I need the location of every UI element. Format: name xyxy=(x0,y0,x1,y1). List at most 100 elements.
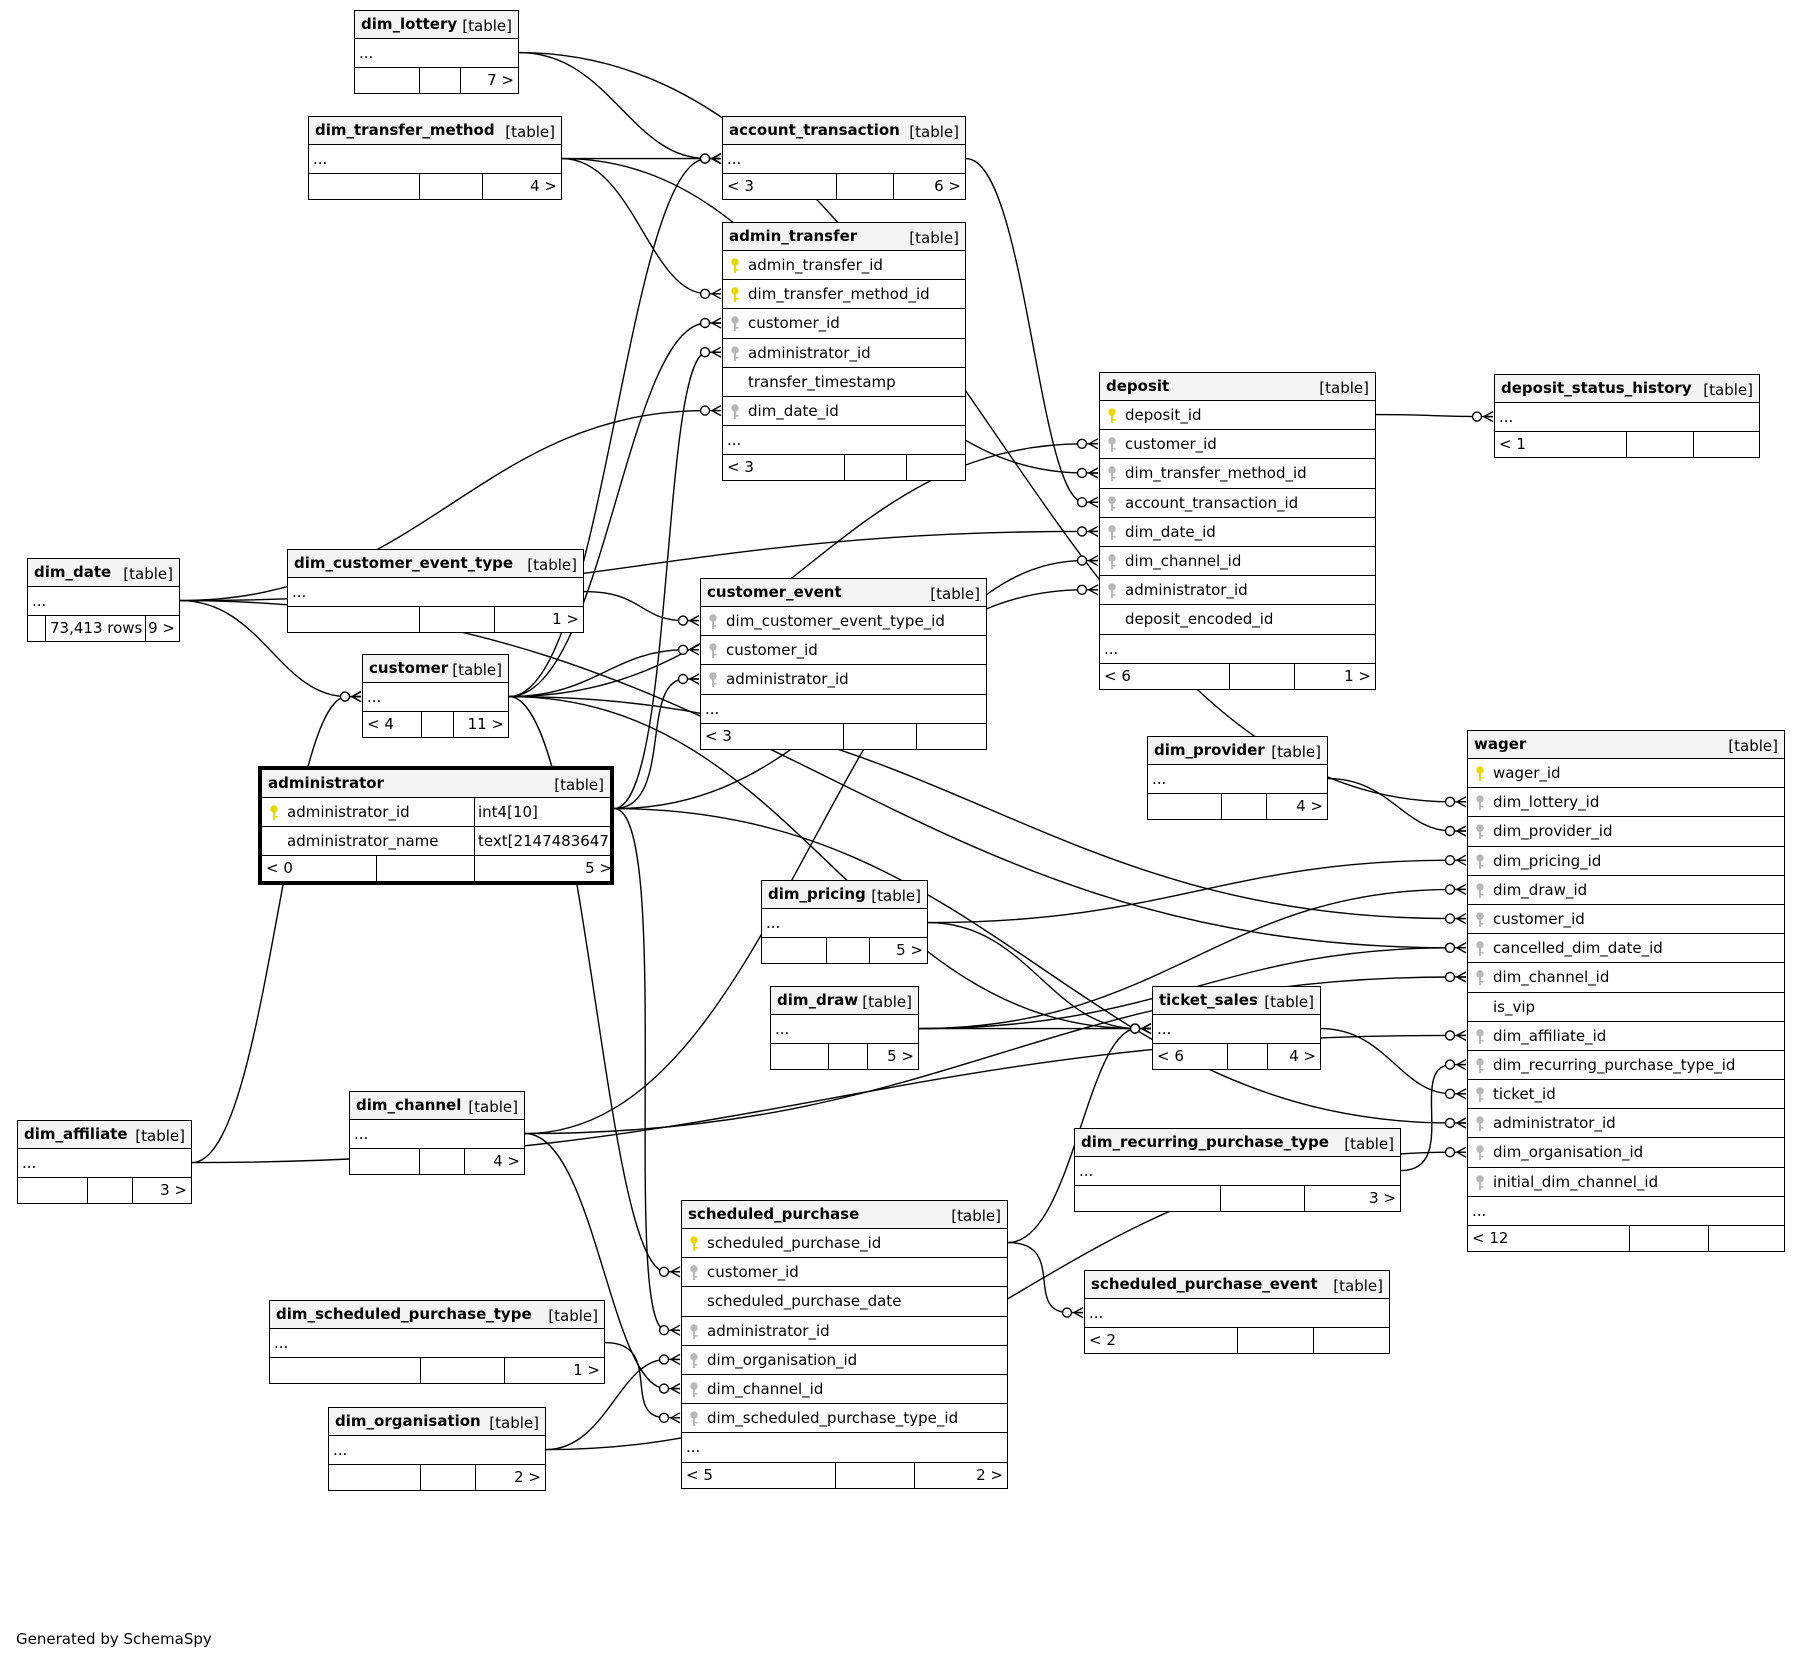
more-columns-row[interactable]: ... xyxy=(350,1120,524,1150)
table-dim-transfer-method[interactable]: dim_transfer_method[table]...4 > xyxy=(308,116,563,201)
more-columns-row[interactable]: ... xyxy=(762,909,927,939)
parents-count[interactable] xyxy=(771,1044,828,1069)
parents-count[interactable]: < 5 xyxy=(682,1463,835,1488)
column-row[interactable]: is_vip xyxy=(1468,993,1784,1022)
children-count[interactable]: 2 > xyxy=(914,1462,1009,1488)
column-row[interactable]: administrator_id xyxy=(701,665,986,695)
column-row[interactable]: dim_organisation_id xyxy=(682,1346,1007,1375)
table-dim-affiliate[interactable]: dim_affiliate[table]...3 > xyxy=(17,1120,192,1205)
more-columns-row[interactable]: ... xyxy=(1468,1197,1784,1226)
children-count[interactable] xyxy=(916,723,988,749)
children-count[interactable]: 1 > xyxy=(1294,663,1377,689)
more-columns-row[interactable]: ... xyxy=(355,39,518,69)
more-columns-row[interactable]: ... xyxy=(771,1015,918,1045)
parents-count[interactable] xyxy=(762,938,826,963)
more-columns-row[interactable]: ... xyxy=(270,1329,604,1359)
table-dim-customer-event-type[interactable]: dim_customer_event_type[table]...1 > xyxy=(287,549,585,634)
parents-count[interactable]: < 6 xyxy=(1100,664,1229,689)
more-columns-row[interactable]: ... xyxy=(18,1149,191,1179)
parents-count[interactable]: < 6 xyxy=(1153,1044,1227,1069)
column-row[interactable]: admin_transfer_id xyxy=(723,251,965,281)
children-count[interactable]: 11 > xyxy=(453,712,510,738)
more-columns-row[interactable]: ... xyxy=(1148,765,1327,795)
column-row[interactable]: dim_recurring_purchase_type_id xyxy=(1468,1051,1784,1081)
column-row[interactable]: dim_pricing_id xyxy=(1468,847,1784,876)
parents-count[interactable] xyxy=(350,1149,419,1174)
more-columns-row[interactable]: ... xyxy=(309,145,561,175)
column-row[interactable]: dim_channel_id xyxy=(1468,963,1784,993)
column-row[interactable]: dim_lottery_id xyxy=(1468,788,1784,818)
more-columns-row[interactable]: ... xyxy=(1085,1299,1389,1329)
column-row[interactable]: dim_customer_event_type_id xyxy=(701,607,986,637)
parents-count[interactable]: < 4 xyxy=(363,712,421,737)
more-columns-row[interactable]: ... xyxy=(701,695,986,724)
more-columns-row[interactable]: ... xyxy=(1100,635,1375,664)
table-dim-provider[interactable]: dim_provider[table]...4 > xyxy=(1147,736,1328,821)
column-row[interactable]: dim_provider_id xyxy=(1468,817,1784,847)
children-count[interactable]: 6 > xyxy=(893,174,967,200)
column-row[interactable]: dim_scheduled_purchase_type_id xyxy=(682,1404,1007,1434)
column-row[interactable]: dim_transfer_method_id xyxy=(1100,459,1375,489)
children-count[interactable]: 5 > xyxy=(867,1044,920,1070)
column-row[interactable]: customer_id xyxy=(682,1258,1007,1288)
column-row[interactable]: administrator_id xyxy=(1100,576,1375,606)
column-row[interactable]: initial_dim_channel_id xyxy=(1468,1168,1784,1197)
column-row[interactable]: ticket_id xyxy=(1468,1080,1784,1110)
children-count[interactable]: 2 > xyxy=(475,1465,547,1491)
parents-count[interactable]: < 12 xyxy=(1468,1226,1629,1251)
more-columns-row[interactable]: ... xyxy=(288,578,583,608)
parents-count[interactable] xyxy=(355,68,419,93)
children-count[interactable]: 3 > xyxy=(1304,1186,1402,1212)
more-columns-row[interactable]: ... xyxy=(329,1436,545,1466)
parents-count[interactable]: < 2 xyxy=(1085,1328,1237,1353)
column-row[interactable]: deposit_id xyxy=(1100,401,1375,431)
table-deposit-status-history[interactable]: deposit_status_history[table]...< 1 xyxy=(1494,374,1761,459)
column-row[interactable]: dim_affiliate_id xyxy=(1468,1022,1784,1051)
column-row[interactable]: dim_date_id xyxy=(1100,518,1375,547)
more-columns-row[interactable]: ... xyxy=(1495,403,1759,433)
column-row[interactable]: account_transaction_id xyxy=(1100,489,1375,518)
children-count[interactable] xyxy=(1693,432,1761,458)
column-row[interactable]: dim_date_id xyxy=(723,397,965,427)
table-dim-channel[interactable]: dim_channel[table]...4 > xyxy=(349,1091,525,1176)
table-dim-lottery[interactable]: dim_lottery[table]...7 > xyxy=(354,10,519,95)
table-scheduled-purchase-event[interactable]: scheduled_purchase_event[table]...< 2 xyxy=(1084,1270,1390,1355)
more-columns-row[interactable]: ... xyxy=(723,145,965,175)
table-scheduled-purchase[interactable]: scheduled_purchase[table]scheduled_purch… xyxy=(681,1200,1008,1489)
children-count[interactable] xyxy=(1708,1226,1786,1251)
children-count[interactable]: 4 > xyxy=(482,174,563,200)
column-row[interactable]: customer_id xyxy=(1100,430,1375,460)
children-count[interactable] xyxy=(906,455,967,481)
children-count[interactable]: 1 > xyxy=(504,1358,606,1384)
column-row[interactable]: administrator_id xyxy=(723,339,965,368)
table-dim-pricing[interactable]: dim_pricing[table]...5 > xyxy=(761,880,928,965)
column-row[interactable]: dim_organisation_id xyxy=(1468,1138,1784,1168)
table-dim-recurring-purchase-type[interactable]: dim_recurring_purchase_type[table]...3 > xyxy=(1074,1128,1402,1213)
parents-count[interactable]: < 3 xyxy=(701,724,843,749)
parents-count[interactable] xyxy=(329,1465,420,1490)
parents-count[interactable]: < 3 xyxy=(723,174,836,199)
column-row[interactable]: deposit_encoded_id xyxy=(1100,605,1375,635)
children-count[interactable]: 1 > xyxy=(494,607,585,633)
column-row[interactable]: dim_channel_id xyxy=(1100,547,1375,577)
more-columns-row[interactable]: ... xyxy=(682,1433,1007,1463)
children-count[interactable]: 5 > xyxy=(474,856,618,882)
table-dim-scheduled-purchase-type[interactable]: dim_scheduled_purchase_type[table]...1 > xyxy=(269,1300,606,1385)
column-row[interactable]: customer_id xyxy=(701,636,986,666)
more-columns-row[interactable]: ... xyxy=(363,683,508,713)
column-row[interactable]: administrator_id xyxy=(682,1317,1007,1346)
parents-count[interactable] xyxy=(28,616,45,641)
column-row[interactable]: administrator_id xyxy=(1468,1109,1784,1139)
parents-count[interactable] xyxy=(288,607,419,632)
column-row[interactable]: cancelled_dim_date_id xyxy=(1468,934,1784,964)
